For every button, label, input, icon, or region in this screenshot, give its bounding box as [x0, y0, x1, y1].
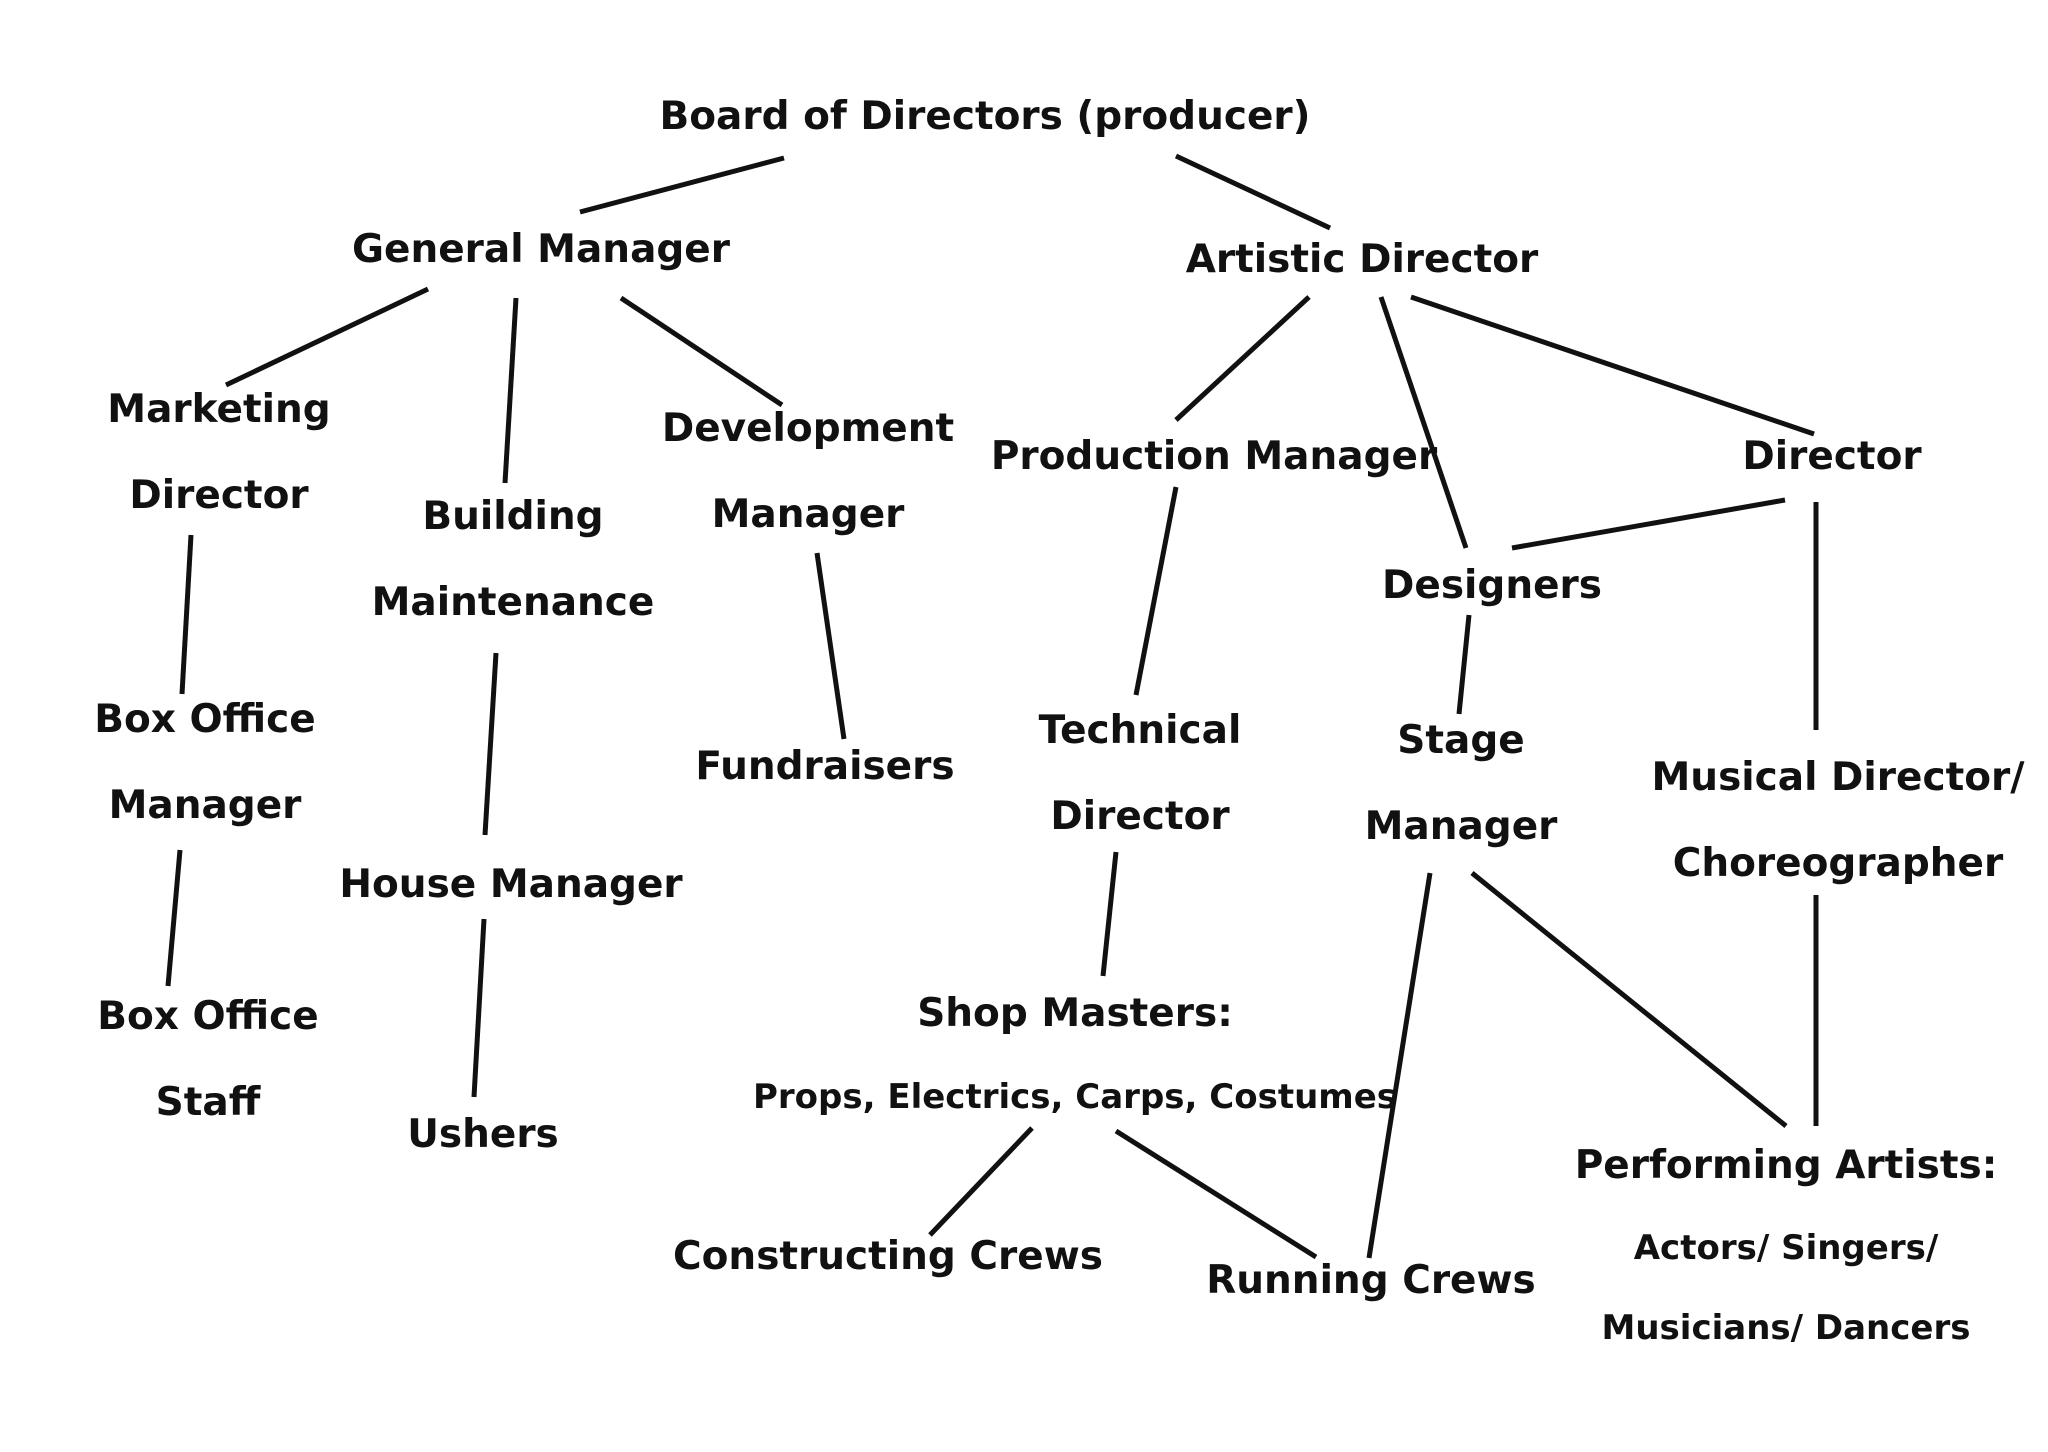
- edge-general-manager-building-maintenance: [502, 297, 519, 484]
- node-constructing-crews: Constructing Crews: [673, 1214, 1103, 1300]
- node-label-line: Choreographer: [1672, 841, 2004, 886]
- node-label: Board of Directors (producer): [659, 94, 1311, 139]
- node-board-of-directors: Board of Directors (producer): [660, 74, 1311, 160]
- node-artistic-director: Artistic Director: [1186, 217, 1539, 303]
- node-label-line: Marketing: [107, 387, 331, 432]
- node-label: Shop Masters:: [917, 991, 1233, 1036]
- edge-shop-masters-running-crews: [1114, 1128, 1318, 1260]
- node-label-line: Musicians/ Dancers: [1601, 1308, 1971, 1348]
- node-musical-director-choreographer: Musical Director/ Choreographer: [1652, 735, 2025, 907]
- node-label: Production Manager: [990, 434, 1438, 479]
- edge-board-artistic-director: [1174, 153, 1332, 231]
- edge-box-office-manager-box-office-staff: [165, 849, 183, 987]
- edge-artistic-director-director: [1410, 294, 1815, 437]
- node-shop-masters-list: Props, Electrics, Carps, Costumes: [753, 1057, 1397, 1137]
- edge-artistic-director-designers: [1378, 296, 1469, 549]
- node-label-line: Box Office: [94, 697, 316, 742]
- node-label: House Manager: [339, 862, 683, 907]
- node-director: Director: [1742, 414, 1921, 500]
- node-label-line: Stage: [1397, 718, 1525, 763]
- node-label: General Manager: [352, 227, 730, 272]
- node-label-line: Development: [661, 406, 955, 451]
- node-stage-manager: Stage Manager: [1365, 698, 1558, 870]
- node-label-line: Director: [1050, 794, 1230, 839]
- edge-building-maintenance-house-manager: [482, 652, 499, 836]
- node-label: Constructing Crews: [673, 1234, 1103, 1279]
- node-label-line: Musical Director/: [1651, 755, 2025, 800]
- node-label-line: Manager: [108, 783, 302, 828]
- node-label-line: Box Office: [97, 994, 319, 1039]
- edge-marketing-director-box-office-manager: [179, 534, 194, 695]
- edge-artistic-director-production-manager: [1174, 295, 1311, 422]
- node-label: Artistic Director: [1185, 237, 1539, 282]
- node-performing-artists-list: Actors/ Singers/ Musicians/ Dancers: [1602, 1208, 1971, 1368]
- node-development-manager: Development Manager: [662, 386, 954, 558]
- node-label: Director: [1742, 434, 1922, 479]
- node-production-manager: Production Manager: [991, 414, 1437, 500]
- node-box-office-manager: Box Office Manager: [94, 677, 315, 849]
- edge-general-manager-development-manager: [619, 295, 784, 408]
- edge-shop-masters-constructing-crews: [928, 1126, 1034, 1237]
- node-label: Performing Artists:: [1574, 1143, 1998, 1188]
- node-label-line: Staff: [155, 1080, 261, 1125]
- node-label-line: Actors/ Singers/: [1633, 1228, 1939, 1268]
- node-box-office-staff: Box Office Staff: [97, 974, 318, 1146]
- edge-technical-director-shop-masters: [1100, 851, 1119, 977]
- node-building-maintenance: Building Maintenance: [372, 474, 655, 646]
- node-shop-masters-title: Shop Masters:: [917, 971, 1233, 1057]
- node-label-line: Manager: [711, 492, 905, 537]
- edge-house-manager-ushers: [471, 918, 487, 1098]
- node-label: Designers: [1382, 563, 1602, 608]
- node-house-manager: House Manager: [339, 842, 682, 928]
- node-performing-artists-title: Performing Artists:: [1575, 1123, 1998, 1209]
- node-label-line: Manager: [1364, 804, 1558, 849]
- node-label: Fundraisers: [695, 744, 955, 789]
- node-designers: Designers: [1382, 543, 1602, 629]
- edge-stage-manager-running-crews: [1366, 872, 1433, 1259]
- edge-development-manager-fundraisers: [814, 552, 847, 740]
- node-label-line: Building: [422, 494, 604, 539]
- edge-director-designers: [1511, 497, 1786, 551]
- node-label-line: Director: [129, 473, 309, 518]
- node-technical-director: Technical Director: [1039, 688, 1242, 860]
- node-label: Props, Electrics, Carps, Costumes: [752, 1077, 1398, 1117]
- edge-stage-manager-performing-artists: [1470, 871, 1788, 1128]
- edge-board-general-manager: [579, 155, 785, 215]
- node-marketing-director: Marketing Director: [107, 367, 330, 539]
- edge-general-manager-marketing-director: [224, 286, 430, 388]
- node-ushers: Ushers: [407, 1092, 559, 1178]
- node-label-line: Maintenance: [371, 580, 655, 625]
- node-running-crews: Running Crews: [1206, 1238, 1536, 1324]
- node-label: Ushers: [407, 1112, 559, 1157]
- node-label-line: Technical: [1038, 708, 1242, 753]
- edge-production-manager-technical-director: [1133, 486, 1179, 696]
- node-fundraisers: Fundraisers: [695, 724, 954, 810]
- node-general-manager: General Manager: [352, 207, 730, 293]
- edge-designers-stage-manager: [1456, 614, 1472, 715]
- node-label: Running Crews: [1206, 1258, 1536, 1303]
